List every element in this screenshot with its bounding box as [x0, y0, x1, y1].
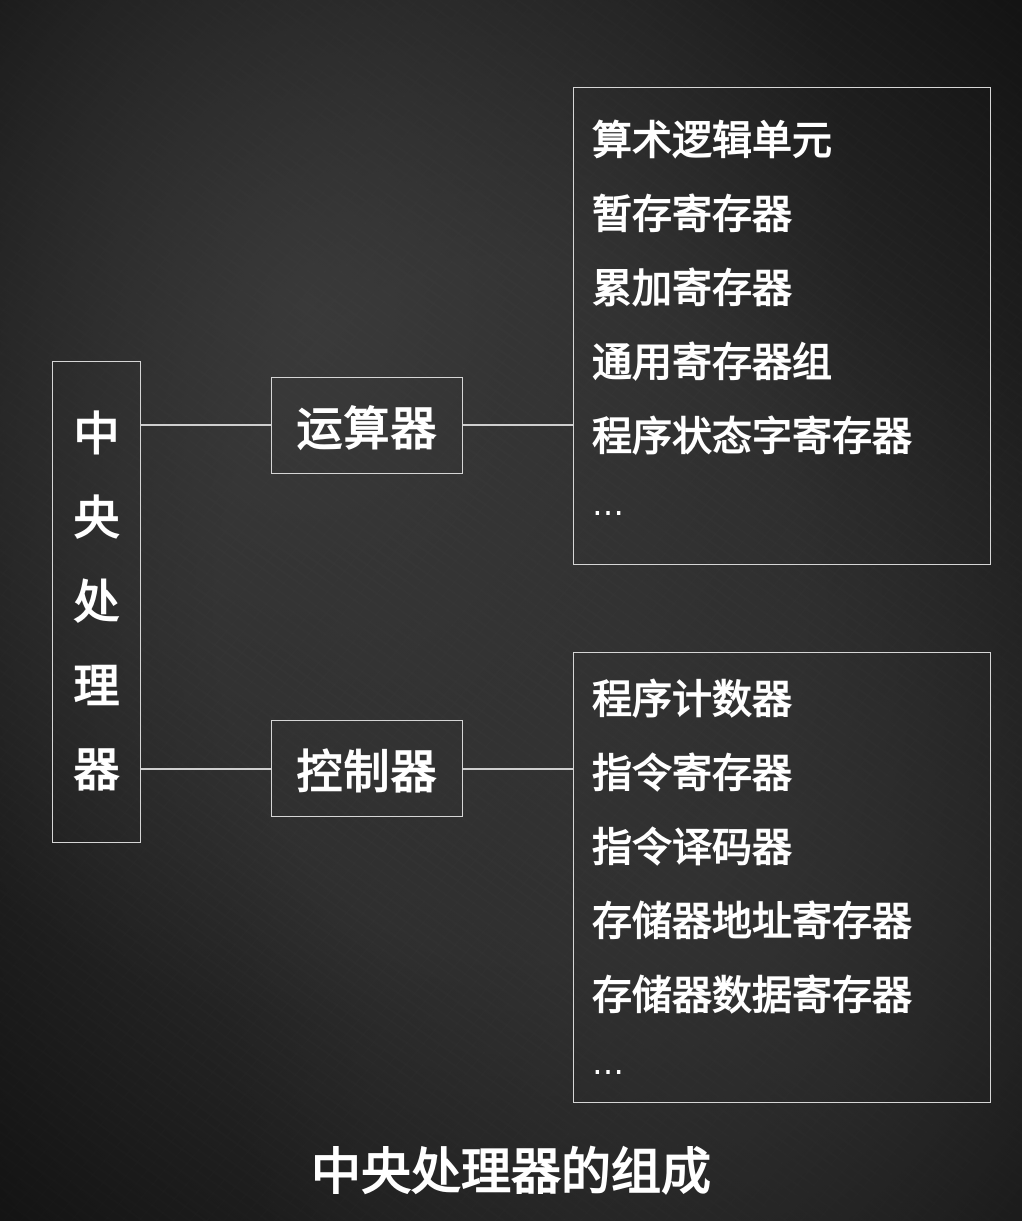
list-item: 通用寄存器组 — [592, 340, 832, 386]
list-item-ellipsis: … — [592, 485, 624, 523]
list-item: 算术逻辑单元 — [592, 118, 832, 164]
connector-alu-list — [463, 424, 573, 426]
alu-label: 运算器 — [296, 401, 438, 456]
list-item: 程序计数器 — [592, 677, 792, 723]
alu-components-list: 算术逻辑单元 暂存寄存器 累加寄存器 通用寄存器组 程序状态字寄存器 … — [592, 104, 990, 534]
alu-box: 运算器 — [271, 377, 463, 474]
list-item: 累加寄存器 — [592, 266, 792, 312]
list-item: 存储器地址寄存器 — [592, 899, 912, 945]
control-unit-box: 控制器 — [271, 720, 463, 817]
diagram-caption: 中央处理器的组成 — [311, 1143, 711, 1201]
cpu-label-char: 中 — [73, 407, 120, 461]
connector-control-list — [463, 768, 573, 770]
connector-cpu-alu — [141, 424, 271, 426]
alu-components-box: 算术逻辑单元 暂存寄存器 累加寄存器 通用寄存器组 程序状态字寄存器 … — [573, 87, 991, 565]
list-item: 指令译码器 — [592, 825, 792, 871]
cpu-label-char: 央 — [73, 491, 120, 545]
cpu-label-char: 器 — [73, 743, 120, 797]
control-unit-label: 控制器 — [296, 744, 438, 799]
control-unit-components-list: 程序计数器 指令寄存器 指令译码器 存储器地址寄存器 存储器数据寄存器 … — [592, 663, 990, 1093]
connector-cpu-control — [141, 768, 271, 770]
list-item: 指令寄存器 — [592, 751, 792, 797]
cpu-label: 中 央 处 理 器 — [53, 362, 140, 842]
list-item-ellipsis: … — [592, 1044, 624, 1082]
cpu-label-char: 处 — [73, 575, 120, 629]
list-item: 暂存寄存器 — [592, 192, 792, 238]
list-item: 存储器数据寄存器 — [592, 973, 912, 1019]
control-unit-components-box: 程序计数器 指令寄存器 指令译码器 存储器地址寄存器 存储器数据寄存器 … — [573, 652, 991, 1103]
cpu-label-char: 理 — [73, 659, 120, 713]
list-item: 程序状态字寄存器 — [592, 414, 912, 460]
cpu-box: 中 央 处 理 器 — [52, 361, 141, 843]
